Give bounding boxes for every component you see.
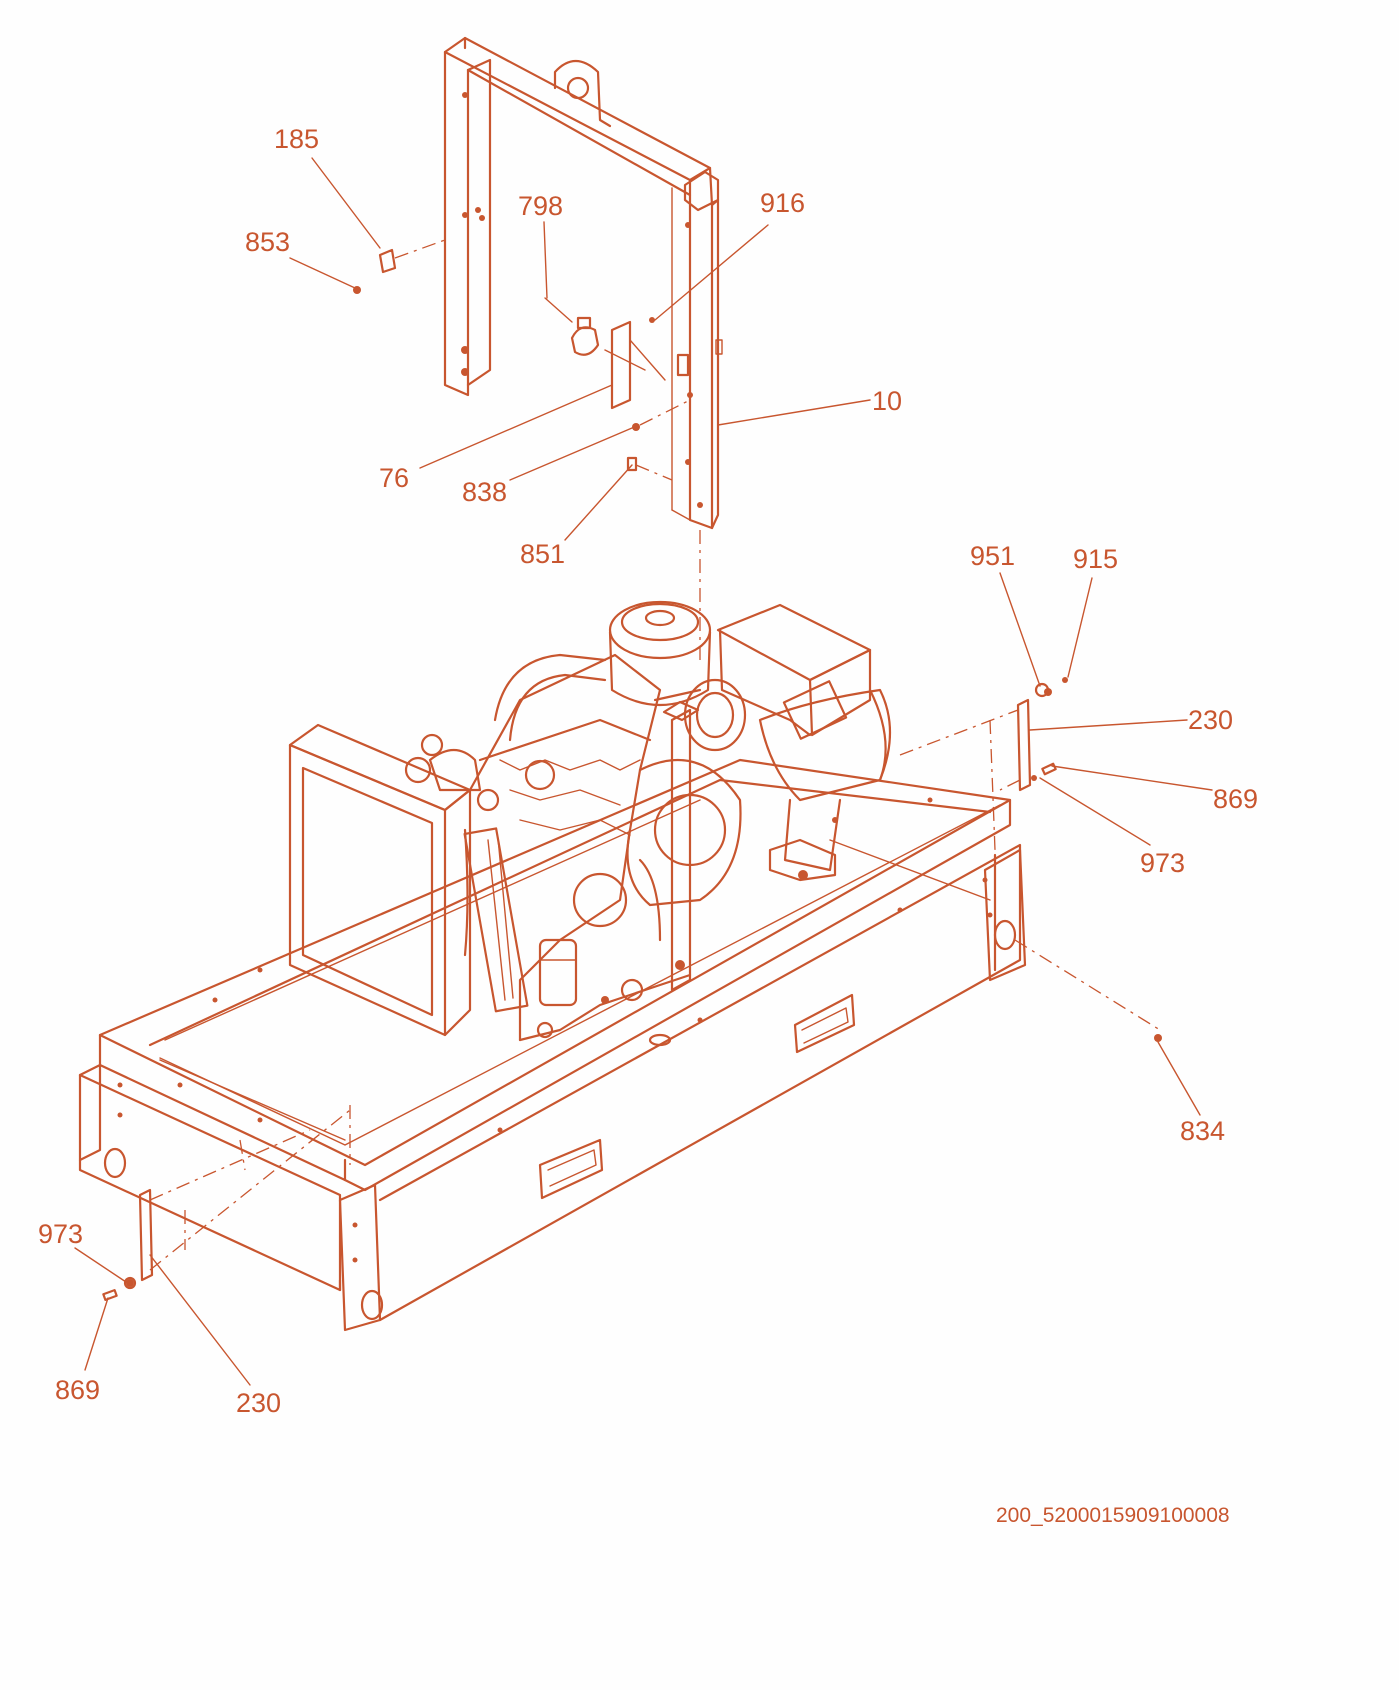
callout-838: 838 — [462, 477, 507, 507]
callout-916: 916 — [760, 188, 805, 218]
callout-labels: 185 853 798 916 10 76 838 851 951 915 23… — [38, 124, 1258, 1418]
bolt-834 — [1014, 939, 1162, 1042]
screws-838-851 — [626, 399, 691, 481]
callout-869-right: 869 — [1213, 784, 1258, 814]
callout-915: 915 — [1073, 544, 1118, 574]
callout-10: 10 — [872, 386, 902, 416]
clip-185 — [353, 239, 446, 294]
callout-973-right: 973 — [1140, 848, 1185, 878]
callout-798: 798 — [518, 191, 563, 221]
float-switch-798 — [570, 316, 655, 356]
callout-76: 76 — [379, 463, 409, 493]
callout-853: 853 — [245, 227, 290, 257]
plate-230-left — [102, 1105, 351, 1301]
callout-185: 185 — [274, 124, 319, 154]
base-frame — [78, 758, 1027, 1332]
callout-973-left: 973 — [38, 1219, 83, 1249]
drawing-code: 200_5200015909100008 — [996, 1504, 1230, 1527]
radiator — [288, 723, 529, 1037]
callout-951: 951 — [970, 541, 1015, 571]
engine — [428, 600, 747, 1042]
alternator — [716, 603, 892, 882]
callout-834: 834 — [1180, 1116, 1225, 1146]
callout-869-left: 869 — [55, 1375, 100, 1405]
callout-230-right: 230 — [1188, 705, 1233, 735]
callout-230-left: 230 — [236, 1388, 281, 1418]
lifting-frame — [443, 36, 723, 530]
plate-230-right — [899, 677, 1068, 851]
callout-851: 851 — [520, 539, 565, 569]
leader-lines — [74, 157, 1213, 1386]
bracket-76 — [604, 320, 666, 410]
